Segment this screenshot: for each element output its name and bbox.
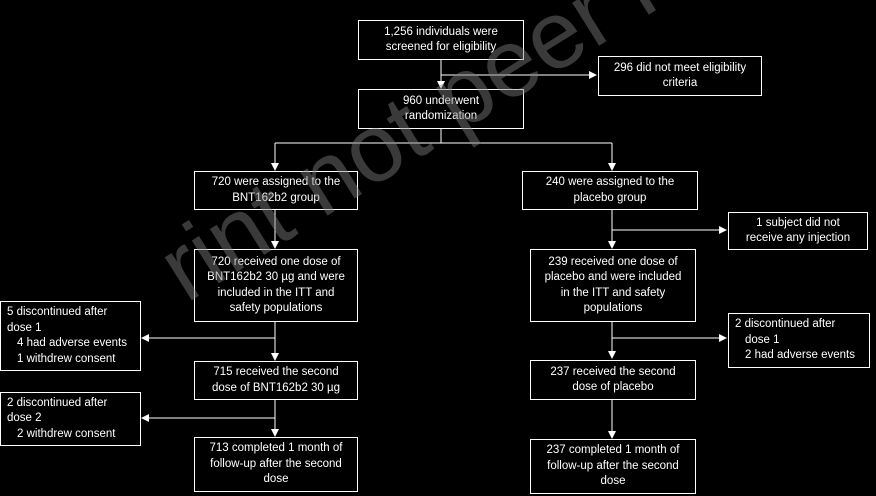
box-line: receive any injection xyxy=(745,232,851,244)
box-line: dose xyxy=(600,475,626,488)
box-line: in the ITT and safety xyxy=(560,286,666,299)
box-line: 1 withdrew consent xyxy=(17,352,116,365)
box-line: follow-up after the second xyxy=(547,459,679,472)
box-line: dose of BNT162b2 30 µg xyxy=(211,381,341,394)
box-line: follow-up after the second xyxy=(210,457,342,470)
box-line: BNT162b2 group xyxy=(232,191,320,204)
box-line: randomization xyxy=(404,110,478,122)
bnt-disc1-box: 5 discontinued after dose 1 4 had advers… xyxy=(0,301,141,371)
box-line: included in the ITT and xyxy=(217,286,335,299)
box-line: 720 received one dose of xyxy=(211,255,341,268)
box-line: BNT162b2 30 µg and were xyxy=(207,271,345,283)
box-line: criteria xyxy=(662,77,698,89)
box-line: populations xyxy=(583,302,643,314)
box-line: 1 subject did not xyxy=(756,216,840,229)
box-line: 715 received the second xyxy=(213,366,339,378)
box-line: 296 did not meet eligibility xyxy=(613,61,747,74)
box-line: dose 1 xyxy=(745,333,780,346)
box-line: 2 had adverse events xyxy=(745,349,855,362)
box-line: placebo and were included xyxy=(544,271,682,283)
excluded-box: 296 did not meet eligibility criteria xyxy=(598,56,762,96)
box-line: 2 withdrew consent xyxy=(17,427,116,440)
box-line: 5 discontinued after xyxy=(7,306,108,318)
box-line: 239 received one dose of xyxy=(548,255,678,268)
placebo-dose2-box: 237 received the second dose of placebo xyxy=(530,360,696,400)
box-line: safety populations xyxy=(229,302,323,314)
box-line: dose of placebo xyxy=(572,381,654,393)
box-line: placebo group xyxy=(573,191,647,204)
box-line: 2 discontinued after xyxy=(7,396,108,409)
box-line: 2 discontinued after xyxy=(735,318,836,331)
box-line: 1,256 individuals were xyxy=(384,25,498,38)
box-line: 960 underwent xyxy=(402,94,480,107)
box-line: 237 completed 1 month of xyxy=(546,444,680,457)
placebo-assigned-box: 240 were assigned to the placebo group xyxy=(522,171,698,210)
bnt-followup-box: 713 completed 1 month of follow-up after… xyxy=(194,437,358,492)
randomized-box: 960 underwent randomization xyxy=(358,89,524,129)
bnt-dose1-box: 720 received one dose of BNT162b2 30 µg … xyxy=(194,249,358,322)
box-line: 4 had adverse events xyxy=(17,337,127,349)
box-line: 237 received the second xyxy=(550,365,676,378)
placebo-followup-box: 237 completed 1 month of follow-up after… xyxy=(530,439,696,494)
bnt-dose2-box: 715 received the second dose of BNT162b2… xyxy=(194,361,358,400)
box-line: screened for eligibility xyxy=(385,41,497,53)
no-injection-box: 1 subject did not receive any injection xyxy=(728,212,868,250)
bnt-assigned-box: 720 were assigned to the BNT162b2 group xyxy=(194,171,358,210)
box-line: 240 were assigned to the xyxy=(545,176,675,188)
screened-box: 1,256 individuals were screened for elig… xyxy=(358,20,524,60)
box-line: 720 were assigned to the xyxy=(211,176,341,188)
box-line: dose 2 xyxy=(7,412,42,425)
box-line: 713 completed 1 month of xyxy=(209,442,343,455)
placebo-disc1-box: 2 discontinued after dose 1 2 had advers… xyxy=(728,313,870,368)
placebo-dose1-box: 239 received one dose of placebo and wer… xyxy=(530,249,696,322)
bnt-disc2-box: 2 discontinued after dose 2 2 withdrew c… xyxy=(0,392,141,446)
box-line: dose 1 xyxy=(7,321,42,334)
box-line: dose xyxy=(263,473,289,486)
